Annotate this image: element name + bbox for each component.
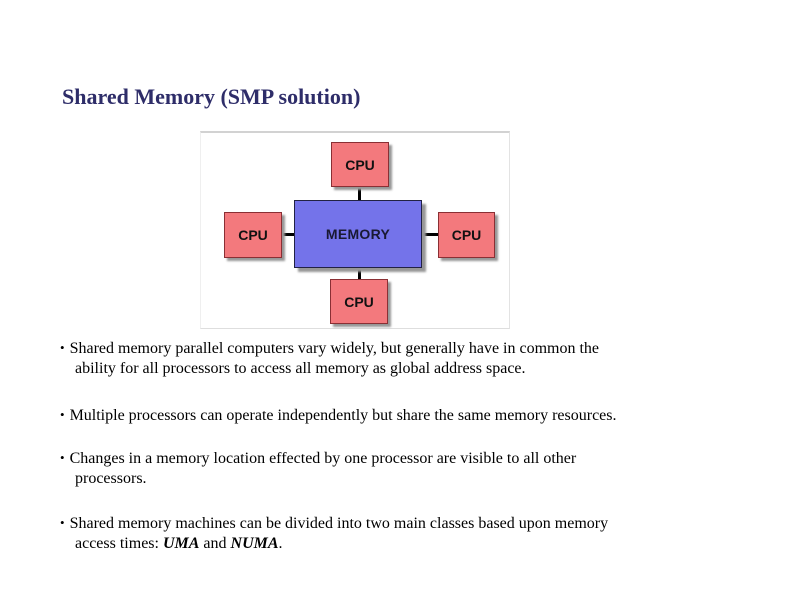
cpu-box-top: CPU xyxy=(331,142,389,187)
bullet-marker: • xyxy=(60,340,65,355)
bullet-line: access times: UMA and NUMA. xyxy=(60,534,730,554)
bullet-item: • Changes in a memory location effected b… xyxy=(60,448,730,489)
bullet-line: • Shared memory parallel computers vary w… xyxy=(60,338,730,359)
bullet-line: processors. xyxy=(75,470,147,487)
cpu-label: CPU xyxy=(345,156,375,173)
connector-top xyxy=(358,187,361,200)
bullet-item: • Multiple processors can operate indepen… xyxy=(60,405,730,426)
bullet-line: ability for all processors to access all… xyxy=(75,360,526,377)
page-title: Shared Memory (SMP solution) xyxy=(62,84,361,109)
bullet-line: • Shared memory machines can be divided i… xyxy=(60,513,730,534)
bullet-item: • Shared memory parallel computers vary w… xyxy=(60,338,730,379)
bullet-text: Shared memory machines can be divided in… xyxy=(69,515,609,532)
uma-term: UMA xyxy=(162,535,200,552)
memory-box: MEMORY xyxy=(294,200,422,268)
bullet-line: • Changes in a memory location effected b… xyxy=(60,448,730,469)
cpu-box-bottom: CPU xyxy=(330,279,388,324)
numa-term: NUMA xyxy=(230,535,279,552)
smp-diagram: CPU CPU MEMORY CPU CPU xyxy=(200,131,510,329)
bullet-text: and xyxy=(199,535,231,552)
cpu-label: CPU xyxy=(451,227,482,243)
cpu-label: CPU xyxy=(238,227,268,243)
memory-label: MEMORY xyxy=(325,226,391,242)
cpu-label: CPU xyxy=(344,293,374,310)
bullet-item: • Shared memory machines can be divided i… xyxy=(60,513,730,554)
cpu-box-left: CPU xyxy=(224,212,282,258)
cpu-box-right: CPU xyxy=(438,212,495,258)
bullet-text: Shared memory parallel computers vary wi… xyxy=(69,340,600,357)
connector-right xyxy=(422,233,438,236)
bullet-marker: • xyxy=(60,450,65,465)
bullet-text: . xyxy=(278,535,283,552)
connector-left xyxy=(282,233,294,236)
bullet-text: access times: xyxy=(75,535,163,552)
bullet-line: • Multiple processors can operate indepen… xyxy=(60,405,730,426)
connector-bottom xyxy=(358,268,361,279)
bullet-marker: • xyxy=(60,515,65,530)
bullet-text: Changes in a memory location effected by… xyxy=(69,450,577,467)
bullet-marker: • xyxy=(60,407,65,422)
bullet-text: Multiple processors can operate independ… xyxy=(69,407,617,424)
